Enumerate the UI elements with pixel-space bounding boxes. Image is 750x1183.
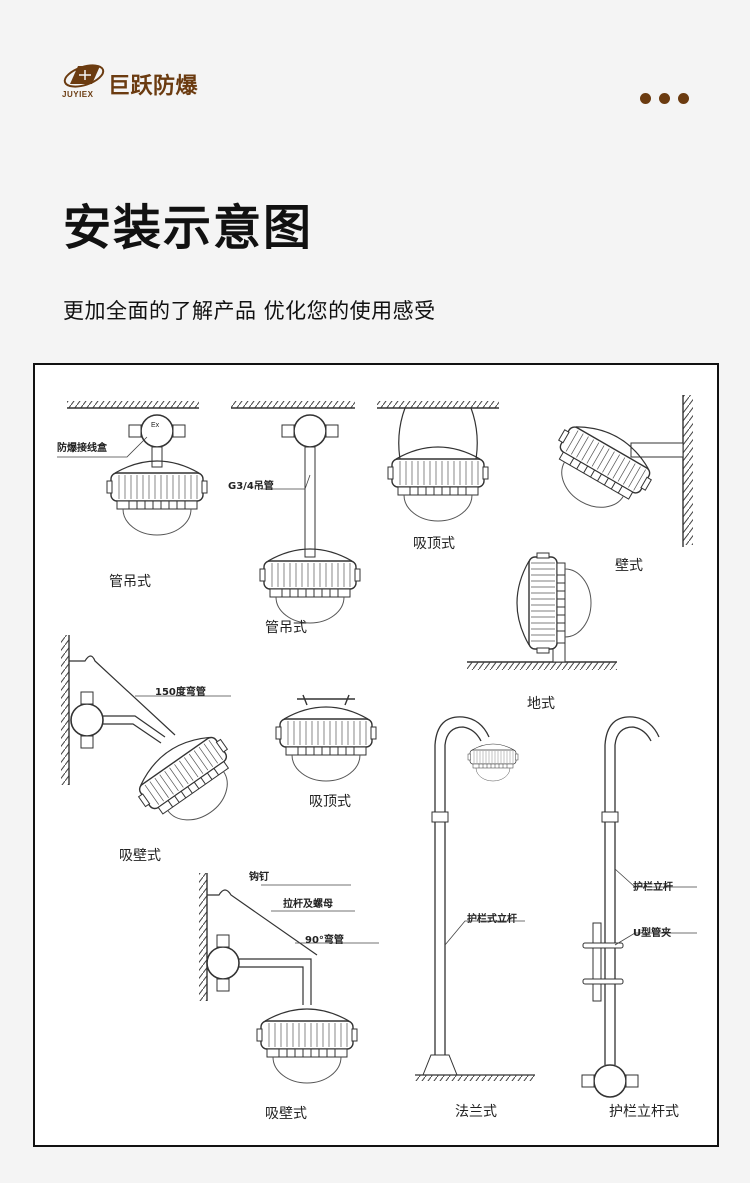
brand-name: 巨跃防爆 (108, 74, 199, 99)
caption-pipe-pendant-1: 管吊式 (109, 574, 151, 590)
page-subtitle: 更加全面的了解产品 优化您的使用感受 (63, 299, 436, 323)
note-guardrail-pole: 护栏式立杆 (467, 914, 517, 925)
note-rod-nut: 拉杆及螺母 (283, 899, 333, 910)
note-u-clamp: U型管夹 (633, 928, 672, 939)
note-150-bend: 150度弯管 (155, 687, 206, 698)
diagram-ceiling-mount-2 (275, 694, 377, 782)
diagram-wall-bracket-150 (61, 635, 253, 842)
note-90-bend: 90°弯管 (305, 935, 344, 946)
caption-ceiling-mount-2: 吸顶式 (309, 794, 351, 810)
caption-wall-mount: 壁式 (615, 558, 643, 574)
installation-diagram: Ex (33, 363, 719, 1147)
page-title: 安装示意图 (63, 200, 314, 256)
diagram-guardrail-pole (581, 716, 697, 1098)
diagram-floor-mount (467, 552, 617, 670)
diagram-ceiling-mount-1 (377, 401, 499, 522)
note-guardrail: 护栏立杆 (633, 882, 673, 893)
caption-pipe-pendant-2: 管吊式 (265, 620, 307, 636)
caption-ceiling-mount-1: 吸顶式 (413, 536, 455, 552)
caption-wall-bracket-90: 吸壁式 (265, 1106, 307, 1122)
brand-logo[interactable]: JUYIEX 巨跃防爆 (62, 62, 198, 102)
diagram-wall-bracket-90 (199, 873, 379, 1084)
diagram-flange-pole (415, 716, 535, 1081)
note-junction-box: 防爆接线盒 (57, 443, 107, 454)
diagram-wall-mount (536, 395, 693, 547)
more-dots-icon[interactable] (640, 93, 689, 104)
note-hook-nail: 钩钉 (249, 872, 269, 883)
note-pendant-pipe: G3/4吊管 (228, 481, 274, 492)
dot (640, 93, 651, 104)
caption-wall-bracket-150: 吸壁式 (119, 848, 161, 864)
diagram-drawings: Ex (57, 395, 697, 1098)
caption-floor-mount: 地式 (527, 696, 555, 712)
diagram-pipe-pendant-1: Ex (57, 401, 208, 536)
caption-guardrail-pole: 护栏立杆式 (609, 1104, 679, 1120)
planet-logo-icon: JUYIEX (62, 62, 108, 102)
brand-subtitle: JUYIEX (62, 90, 94, 99)
dot (659, 93, 670, 104)
diagram-pipe-pendant-2 (231, 401, 361, 624)
caption-flange-pole: 法兰式 (455, 1104, 497, 1120)
dot (678, 93, 689, 104)
svg-text:Ex: Ex (151, 422, 160, 429)
